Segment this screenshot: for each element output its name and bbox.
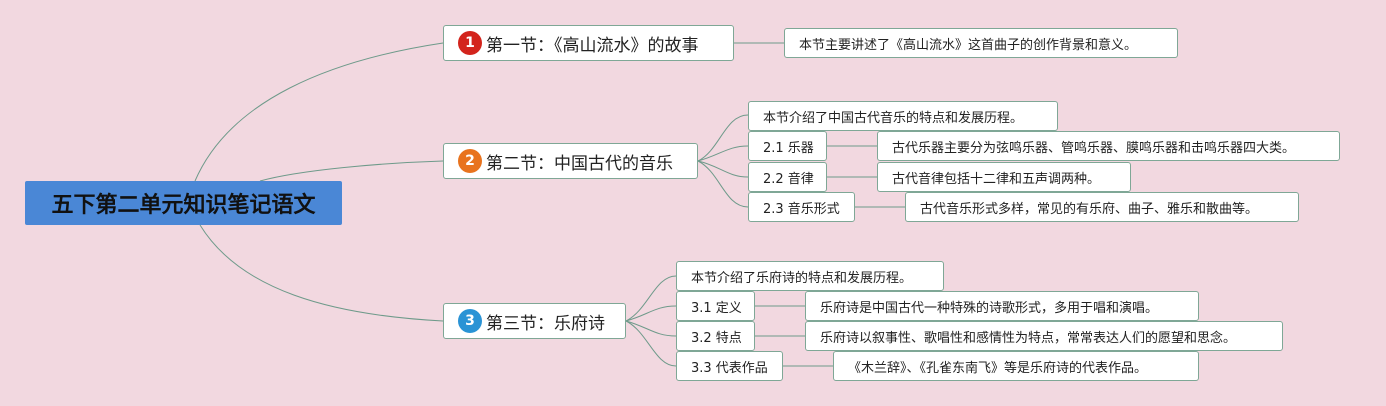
root-title: 五下第二单元知识笔记语文 [51, 193, 316, 218]
number-badge-1: 1 [458, 31, 482, 55]
link-sec3-item2 [625, 320, 677, 337]
number-badge-3: 3 [458, 309, 482, 333]
section-1-title: 第一节：《高山流水》的故事 [486, 35, 699, 56]
root-topic[interactable]: 五下第二单元知识笔记语文 [25, 181, 342, 225]
section-2-item-2-label: 2.2 音律 [763, 171, 814, 187]
section-2-node[interactable]: 2 第二节：中国古代的音乐 [443, 143, 698, 179]
link-sec2-item2 [697, 160, 749, 178]
section-3-item-2-label: 3.2 特点 [691, 330, 742, 346]
section-3-item-2[interactable]: 3.2 特点 [676, 321, 755, 351]
section-3-item-3-label: 3.3 代表作品 [691, 360, 768, 376]
section-3-item-2-detail-text: 乐府诗以叙事性、歌唱性和感情性为特点，常常表达人们的愿望和思念。 [820, 330, 1237, 346]
link-sec3-item1 [625, 305, 677, 322]
section-3-item-1-detail-text: 乐府诗是中国古代一种特殊的诗歌形式，多用于唱和演唱。 [820, 300, 1159, 316]
section-2-item-1-label: 2.1 乐器 [763, 140, 814, 156]
section-2-item-1[interactable]: 2.1 乐器 [748, 131, 827, 161]
section-2-summary[interactable]: 本节介绍了中国古代音乐的特点和发展历程。 [748, 101, 1058, 131]
section-2-item-1-detail-text: 古代乐器主要分为弦鸣乐器、管鸣乐器、膜鸣乐器和击鸣乐器四大类。 [892, 140, 1296, 156]
section-3-item-3-detail-text: 《木兰辞》、《孔雀东南飞》等是乐府诗的代表作品。 [848, 360, 1148, 376]
section-2-summary-text: 本节介绍了中国古代音乐的特点和发展历程。 [763, 110, 1024, 126]
section-1-summary[interactable]: 本节主要讲述了《高山流水》这首曲子的创作背景和意义。 [784, 28, 1178, 58]
section-3-item-3-detail[interactable]: 《木兰辞》、《孔雀东南飞》等是乐府诗的代表作品。 [833, 351, 1199, 381]
section-3-item-1[interactable]: 3.1 定义 [676, 291, 755, 321]
link-sec3-item3 [625, 320, 677, 367]
section-3-summary[interactable]: 本节介绍了乐府诗的特点和发展历程。 [676, 261, 944, 291]
number-badge-2: 2 [458, 149, 482, 173]
section-2-item-3[interactable]: 2.3 音乐形式 [748, 192, 855, 222]
section-2-item-3-detail-text: 古代音乐形式多样，常见的有乐府、曲子、雅乐和散曲等。 [920, 201, 1259, 217]
section-3-item-2-detail[interactable]: 乐府诗以叙事性、歌唱性和感情性为特点，常常表达人们的愿望和思念。 [805, 321, 1283, 351]
section-3-item-1-detail[interactable]: 乐府诗是中国古代一种特殊的诗歌形式，多用于唱和演唱。 [805, 291, 1199, 321]
section-3-node[interactable]: 3 第三节：乐府诗 [443, 303, 626, 339]
section-3-item-1-label: 3.1 定义 [691, 300, 742, 316]
link-sec3-summary [625, 275, 677, 322]
section-2-item-2-detail-text: 古代音律包括十二律和五声调两种。 [892, 171, 1101, 187]
section-3-title: 第三节：乐府诗 [486, 313, 605, 334]
section-2-item-1-detail[interactable]: 古代乐器主要分为弦鸣乐器、管鸣乐器、膜鸣乐器和击鸣乐器四大类。 [877, 131, 1340, 161]
section-2-item-3-label: 2.3 音乐形式 [763, 201, 840, 217]
link-sec2-item3 [697, 160, 749, 208]
link-sec2-item1 [697, 145, 749, 162]
link-sec2-summary [697, 114, 749, 162]
section-3-item-3[interactable]: 3.3 代表作品 [676, 351, 783, 381]
section-2-item-2[interactable]: 2.2 音律 [748, 162, 827, 192]
section-2-title: 第二节：中国古代的音乐 [486, 153, 673, 174]
link-root-sec3 [199, 224, 444, 322]
section-2-item-2-detail[interactable]: 古代音律包括十二律和五声调两种。 [877, 162, 1131, 192]
section-1-summary-text: 本节主要讲述了《高山流水》这首曲子的创作背景和意义。 [799, 37, 1138, 53]
link-root-sec2 [259, 160, 444, 182]
link-root-sec1 [194, 42, 444, 182]
section-3-summary-text: 本节介绍了乐府诗的特点和发展历程。 [691, 270, 913, 286]
section-1-node[interactable]: 1 第一节：《高山流水》的故事 [443, 25, 734, 61]
section-2-item-3-detail[interactable]: 古代音乐形式多样，常见的有乐府、曲子、雅乐和散曲等。 [905, 192, 1299, 222]
